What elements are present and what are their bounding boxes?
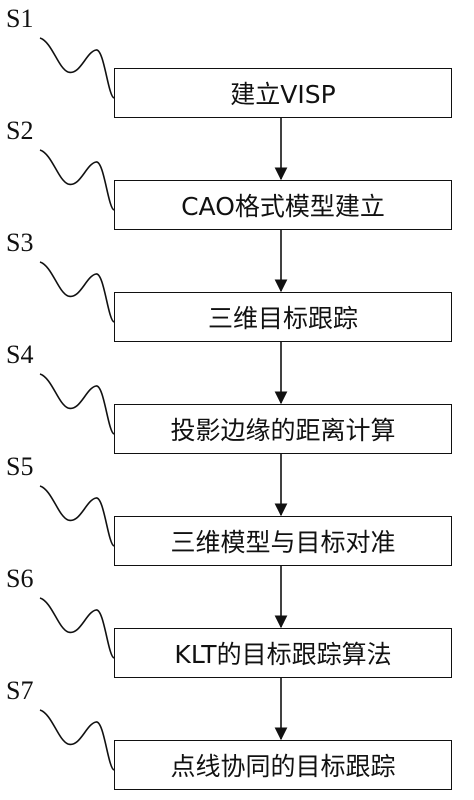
step-box-7: 点线协同的目标跟踪 <box>114 740 452 790</box>
step-box-6: KLT的目标跟踪算法 <box>114 628 452 678</box>
step-box-5: 三维模型与目标对准 <box>114 516 452 566</box>
step-label-2: S2 <box>6 116 34 145</box>
step-box-4: 投影边缘的距离计算 <box>114 404 452 454</box>
step-box-3: 三维目标跟踪 <box>114 292 452 342</box>
step-box-1: 建立VISP <box>114 68 452 118</box>
step-text-1: 建立VISP <box>230 80 336 109</box>
leader-line-3 <box>39 261 115 323</box>
step-text-5: 三维模型与目标对准 <box>170 528 396 557</box>
leader-line-2 <box>39 149 115 211</box>
step-label-6: S6 <box>6 564 34 593</box>
leader-line-4 <box>39 373 115 435</box>
step-label-5: S5 <box>6 452 34 481</box>
step-label-3: S3 <box>6 228 34 257</box>
step-label-7: S7 <box>6 676 34 705</box>
step-text-2: CAO格式模型建立 <box>181 192 385 221</box>
step-box-2: CAO格式模型建立 <box>114 180 452 230</box>
step-text-3: 三维目标跟踪 <box>207 304 358 333</box>
step-label-1: S1 <box>6 4 34 33</box>
leader-line-1 <box>39 37 115 99</box>
leader-line-5 <box>39 485 115 547</box>
step-text-6: KLT的目标跟踪算法 <box>174 640 392 669</box>
leader-line-7 <box>39 709 115 771</box>
leader-line-6 <box>39 597 115 659</box>
step-text-7: 点线协同的目标跟踪 <box>170 752 396 781</box>
step-label-4: S4 <box>6 340 34 369</box>
step-text-4: 投影边缘的距离计算 <box>170 416 396 445</box>
